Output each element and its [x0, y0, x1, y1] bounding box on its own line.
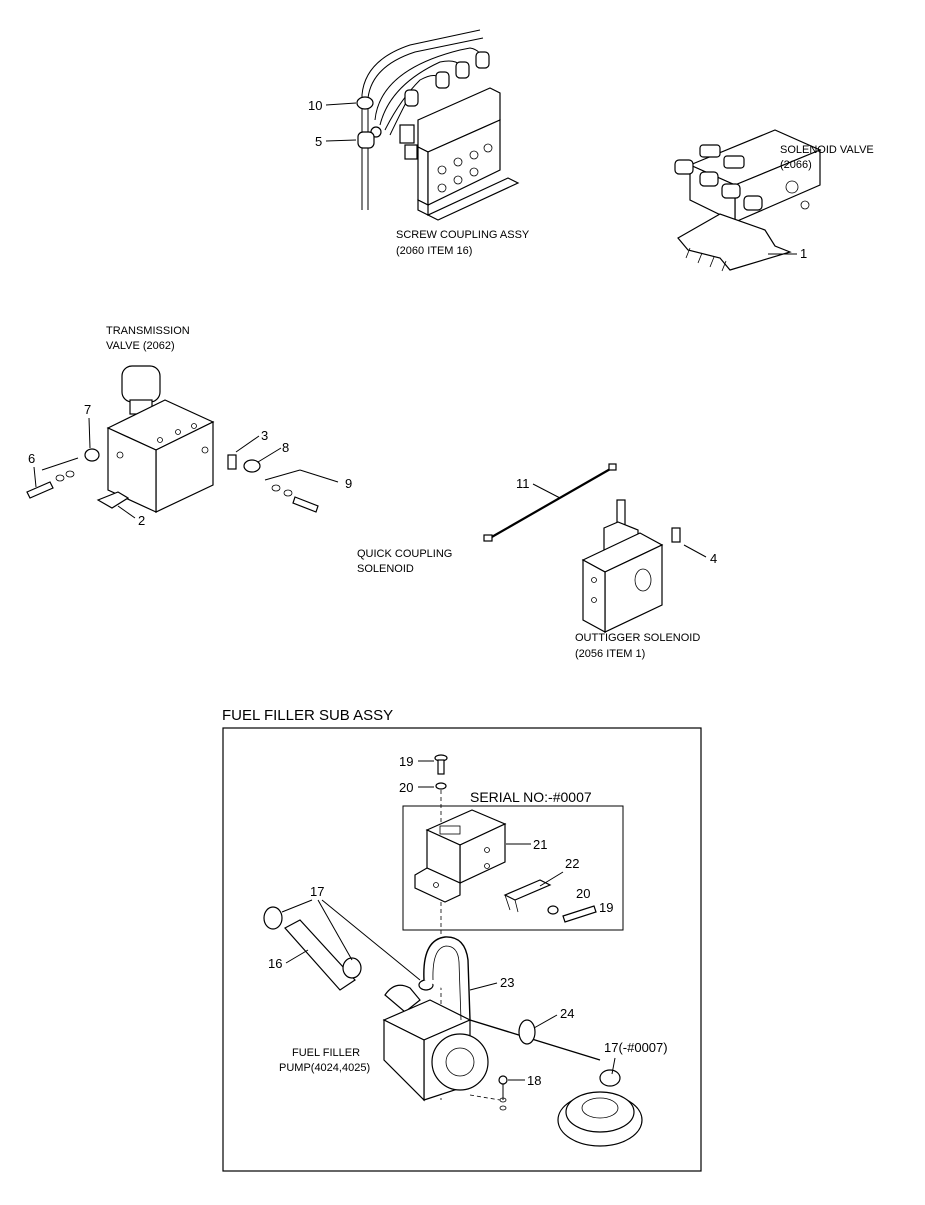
- solenoid-valve-part: [674, 129, 822, 272]
- callout-7: 7: [84, 402, 91, 417]
- transmission-valve-label-1: TRANSMISSION: [106, 325, 190, 337]
- callout-17: 17: [310, 884, 324, 899]
- bracket-part: [414, 809, 507, 903]
- callout-5: 5: [315, 134, 322, 149]
- serial-frame: [402, 805, 624, 931]
- quick-coupling-label-1: QUICK COUPLING: [357, 548, 452, 560]
- fuel-hose-and-pump: [263, 906, 643, 1147]
- fuel-pump-label-1: FUEL FILLER: [292, 1047, 360, 1059]
- outtigger-label-2: (2056 ITEM 1): [575, 648, 645, 660]
- quick-coupling-label-2: SOLENOID: [357, 563, 414, 575]
- quick-coupling-line: [483, 463, 617, 542]
- screw-coupling-label-2: (2060 ITEM 16): [396, 245, 472, 257]
- callout-20-top: 20: [399, 780, 413, 795]
- screw-19-part: [562, 905, 597, 923]
- callout-19-top: 19: [399, 754, 413, 769]
- callout-19-side: 19: [599, 900, 613, 915]
- callout-4: 4: [710, 551, 717, 566]
- transmission-valve-part: [26, 365, 339, 513]
- serial-number-label: SERIAL NO:-#0007: [470, 789, 592, 805]
- callout-10: 10: [308, 98, 322, 113]
- clip-part: [503, 879, 552, 913]
- callout-23: 23: [500, 975, 514, 990]
- callout-1: 1: [800, 246, 807, 261]
- outtigger-solenoid-part: [581, 499, 681, 634]
- washer-20-part: [547, 905, 559, 915]
- outtigger-label-1: OUTTIGGER SOLENOID: [575, 632, 700, 644]
- transmission-valve-label-2: VALVE (2062): [106, 340, 175, 352]
- callout-16: 16: [268, 956, 282, 971]
- callout-21: 21: [533, 837, 547, 852]
- callout-6: 6: [28, 451, 35, 466]
- section-title: FUEL FILLER SUB ASSY: [222, 707, 393, 724]
- callout-8: 8: [282, 440, 289, 455]
- callout-22: 22: [565, 856, 579, 871]
- fuel-filler-frame: [222, 727, 702, 1172]
- callout-20-side: 20: [576, 886, 590, 901]
- solenoid-valve-label-2: (2066): [780, 159, 812, 171]
- fuel-pump-label-2: PUMP(4024,4025): [279, 1062, 370, 1074]
- screw-coupling-assembly: [356, 29, 520, 221]
- callout-3: 3: [261, 428, 268, 443]
- callout-24: 24: [560, 1006, 574, 1021]
- screw-coupling-label-1: SCREW COUPLING ASSY: [396, 229, 530, 241]
- solenoid-valve-label-1: SOLENOID VALVE: [780, 144, 874, 156]
- callout-9: 9: [345, 476, 352, 491]
- callout-18: 18: [527, 1073, 541, 1088]
- callout-11: 11: [516, 476, 530, 491]
- callout-2: 2: [138, 513, 145, 528]
- callout-17b: 17(-#0007): [604, 1040, 668, 1055]
